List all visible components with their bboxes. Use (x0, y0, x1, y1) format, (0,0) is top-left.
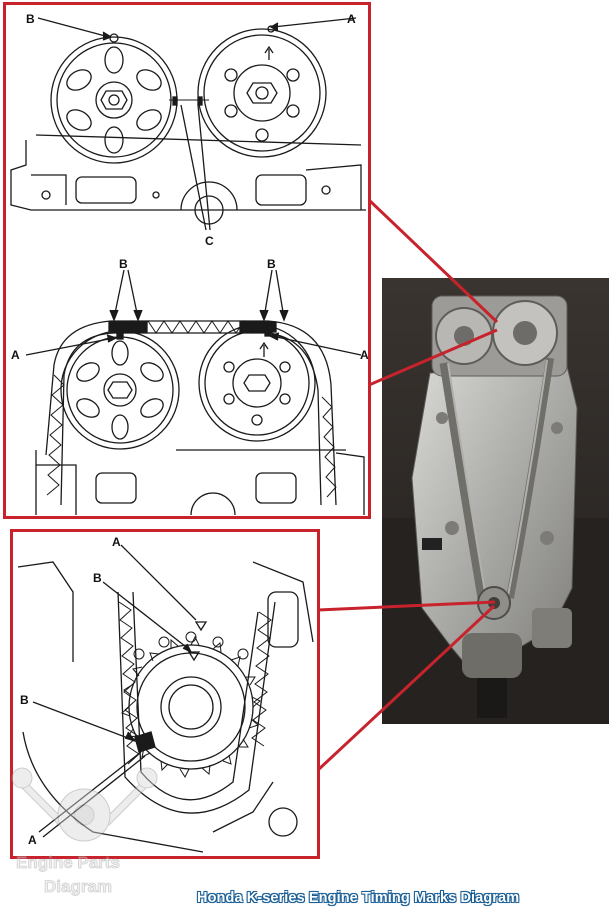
watermark-line1: Engine Parts (16, 853, 120, 872)
label-mid-b-right: B (267, 257, 276, 271)
crank-sprocket-drawing: A B B A (17, 535, 314, 853)
label-bot-a-top: A (112, 535, 121, 549)
watermark-line2: Diagram (44, 877, 112, 896)
label-mid-a-right: A (360, 348, 368, 362)
label-mid-a-left: A (11, 348, 20, 362)
label-mid-b-left: B (119, 257, 128, 271)
cam-sprocket-drawing: A B C B B A A (10, 12, 368, 516)
label-bot-a-bottom: A (28, 833, 37, 847)
engine-photo-art (382, 278, 609, 724)
label-bot-b-top: B (93, 571, 102, 585)
label-bot-b-left: B (20, 693, 29, 707)
label-top-b: B (26, 12, 35, 26)
label-top-c: C (205, 234, 214, 248)
engine-photo (382, 278, 609, 724)
crank-timing-panel: A B B A (10, 529, 320, 859)
label-top-a: A (347, 12, 356, 26)
cam-timing-panel: A B C B B A A (3, 2, 371, 519)
watermark-logo: Engine Parts Diagram (11, 767, 158, 896)
diagram-caption: Honda K-series Engine Timing Marks Diagr… (197, 890, 520, 906)
